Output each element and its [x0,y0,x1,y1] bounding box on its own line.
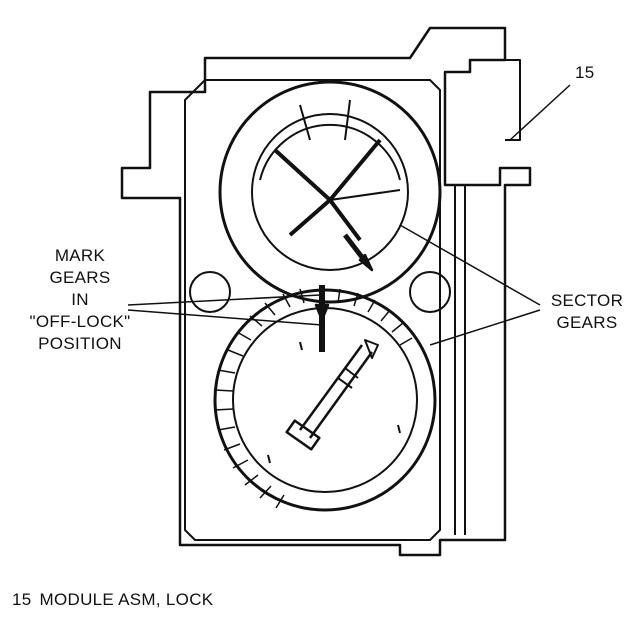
mark-gears-label: MARK GEARS IN "OFF-LOCK" POSITION [10,245,150,355]
mounting-tab [505,59,521,141]
right-pin-hole [409,271,451,313]
mark-gears-line: "OFF-LOCK" [29,312,131,331]
inner-housing [184,79,441,541]
mark-gears-line: POSITION [38,334,122,353]
left-pin-hole [189,271,231,313]
sector-gears-label: SECTOR GEARS [540,290,634,334]
sector-gears-line: SECTOR [550,291,624,310]
sector-gears-line: GEARS [556,313,618,332]
upper-sector-gear [218,80,442,304]
mark-gears-line: IN [71,290,89,309]
caption-text: MODULE ASM, LOCK [39,590,214,609]
dial-pointer [298,344,374,439]
caption-number: 15 [12,590,32,609]
mark-gears-line: MARK [54,246,106,265]
right-rail [454,185,466,535]
callout-15: 15 [575,63,595,82]
mark-gears-line: GEARS [49,268,111,287]
callout-15-leader [509,84,571,141]
sector-gears-leader [399,224,541,346]
figure-caption: 15 MODULE ASM, LOCK [12,590,221,610]
mark-gears-leader [127,294,323,326]
sector-spokes [273,138,382,242]
